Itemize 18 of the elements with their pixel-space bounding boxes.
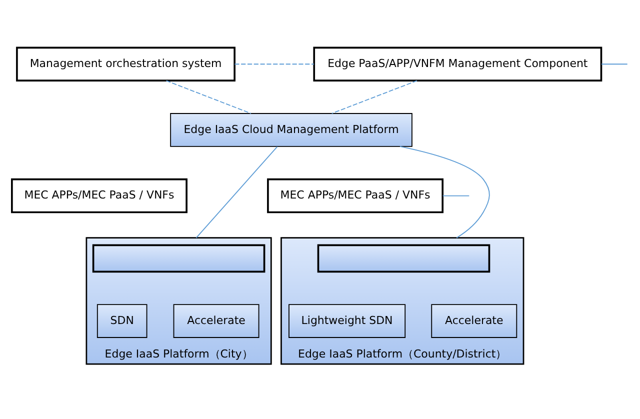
connector (166, 80, 252, 114)
node-box: Edge IaaS Cloud Management Platform (170, 113, 412, 147)
connector (442, 195, 470, 196)
node-box: Edge PaaS/APP/VNFM Management Component (313, 46, 602, 82)
node-box: Management orchestration system (16, 46, 236, 82)
node-box: Lightweight SDN (288, 304, 406, 338)
connector (400, 146, 490, 238)
node-box (92, 244, 266, 273)
connector (601, 64, 628, 65)
connector (234, 64, 314, 65)
node-box: MEC APPs/MEC PaaS / VNFs (11, 178, 188, 214)
node-box: SDN (96, 304, 148, 338)
node-box: Accelerate (173, 304, 260, 338)
node-box: MEC APPs/MEC PaaS / VNFs (267, 178, 444, 214)
connector (196, 146, 278, 238)
node-box (317, 244, 490, 273)
connector (331, 80, 418, 114)
node-box: Accelerate (431, 304, 518, 338)
